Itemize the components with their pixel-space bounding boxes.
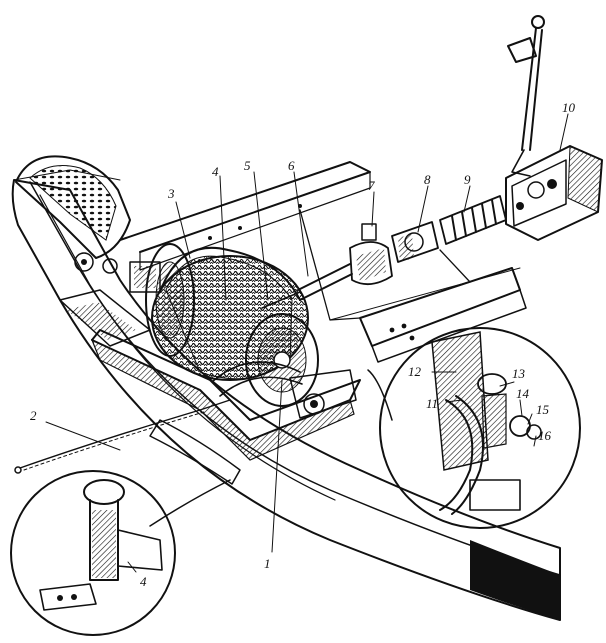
callout-11: 11 (426, 396, 438, 411)
callout-3: 3 (167, 186, 175, 201)
step-plate (15, 155, 131, 274)
drive-shaft (261, 263, 353, 309)
power-take-off-box (505, 145, 603, 241)
cross-member (299, 209, 521, 321)
frame-rail-lower (359, 267, 527, 363)
winch-base-frame (59, 261, 361, 485)
callout-15: 15 (536, 402, 550, 417)
callout-4: 4 (212, 164, 219, 179)
callout-10: 10 (562, 100, 576, 115)
callout-labels: 1 2 3 4 4 5 6 7 8 9 10 11 12 13 14 15 16 (30, 100, 576, 589)
callout-2: 2 (30, 408, 37, 423)
splined-shaft (439, 195, 507, 245)
frame-rail-upper (119, 161, 371, 271)
callout-5: 5 (244, 158, 251, 173)
universal-joint (391, 221, 439, 263)
detail-inset-clutch (367, 327, 581, 529)
drum-flange-left (145, 243, 195, 357)
callout-13: 13 (512, 366, 526, 381)
shift-lever (507, 15, 545, 177)
callout-9: 9 (464, 172, 471, 187)
leader-lines (45, 113, 569, 573)
drum-flange-right (245, 313, 319, 407)
safety-pin-housing (349, 223, 393, 286)
callout-7: 7 (368, 178, 375, 193)
cable-rope (14, 399, 231, 474)
detail-inset-pin (10, 470, 231, 636)
callout-1: 1 (264, 556, 271, 571)
callout-12: 12 (408, 364, 422, 379)
callout-16: 16 (538, 428, 552, 443)
callout-4-inset: 4 (140, 574, 147, 589)
callout-14: 14 (516, 386, 530, 401)
callout-6: 6 (288, 158, 295, 173)
callout-8: 8 (424, 172, 431, 187)
brake-band (211, 361, 303, 397)
